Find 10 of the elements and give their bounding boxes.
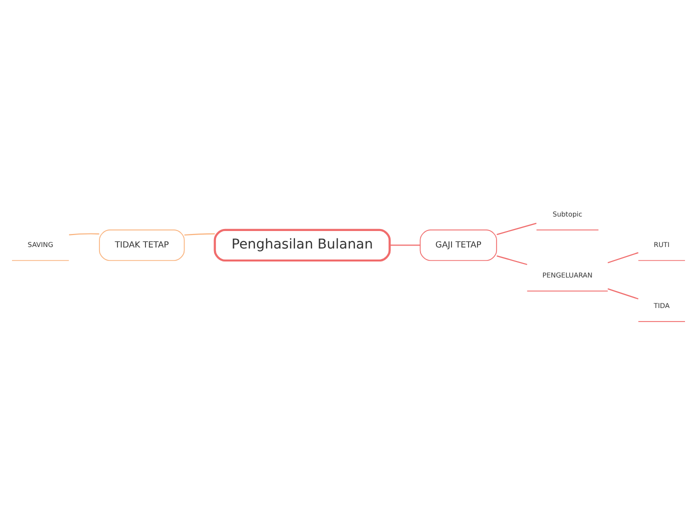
connector xyxy=(608,288,638,299)
connector xyxy=(496,254,528,265)
connector xyxy=(69,232,100,235)
connector xyxy=(608,252,638,263)
node-box: GAJI TETAP xyxy=(420,229,498,260)
connector xyxy=(184,232,215,236)
node-box: Penghasilan Bulanan xyxy=(214,228,391,262)
connector xyxy=(496,222,536,235)
node-box: TIDAK TETAP xyxy=(98,229,185,260)
connector xyxy=(390,244,420,246)
